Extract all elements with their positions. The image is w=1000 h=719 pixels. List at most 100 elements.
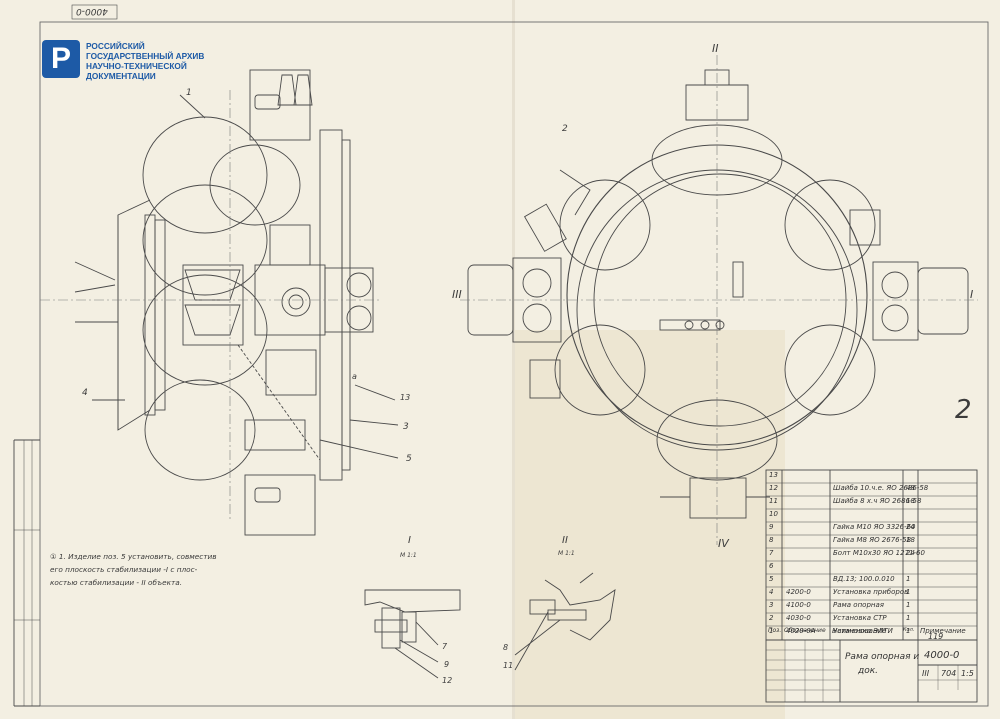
spec-qty: 1 [906,614,911,622]
table-row: 8 Гайка М8 ЯО 2676-58 18 [766,535,977,548]
parts-list-header: Поз. Обозначение Наименование Кол. Приме… [766,626,977,640]
drawing-title: Рама опорная и [845,652,920,662]
table-row: 11 Шайба 8 х.ч ЯО 2686-58 18 [766,496,977,509]
view-marker-top: II [712,42,719,55]
paper-fold [512,0,515,719]
archive-logo: Р [42,40,80,78]
scale: 1:5 [961,669,974,678]
spec-pos: 3 [769,601,774,609]
detail-section-i [364,589,461,679]
spec-pos: 7 [769,549,774,557]
spec-pos: 12 [769,484,778,492]
spec-name: ВД.13; 100.0.010 [833,575,895,583]
spec-qty: 18 [906,497,915,505]
spec-name: Рама опорная [833,601,884,609]
header-qty: Кол. [903,627,915,633]
spec-qty: 1 [906,627,911,635]
spec-designation: 4020-0А [786,627,816,635]
sheet-number: 2 [955,395,972,425]
mass: 704 [941,669,957,678]
table-row: 3 4100-0 Рама опорная 1 [766,600,977,613]
detail-section-ii [514,572,616,671]
table-row: 9 Гайка М10 ЯО 3326-60 24 [766,522,977,535]
section-i-scale: М 1:1 [400,552,417,559]
note-line: ① 1. Изделие поз. 5 установить, совмести… [50,552,217,561]
view-marker-left: III [452,288,462,301]
spec-name: Гайка М10 ЯО 3326-60 [833,523,916,531]
spec-pos: 5 [769,575,774,583]
spec-name: Установка приборов [833,588,909,596]
parts-list: 13 12 Шайба 10.ч.е. ЯО 2686-58 48 11 Шай… [766,470,977,640]
section-i-label: I [408,535,411,546]
callout-7: 7 [442,642,448,651]
header-pos: Поз. [768,627,782,634]
title-block: Рама опорная и док. 4000-0 119 III 704 1… [766,632,977,702]
view-marker-bottom: IV [718,537,729,550]
drawing-code: 4000-0 [924,650,960,661]
header-name: Наименование [832,627,887,635]
note-line: костью стабилизации - II объекта. [50,578,183,587]
table-row: 10 [766,509,977,522]
side-view [74,69,374,536]
archive-name-line: Российский [86,41,145,51]
callout-4: 4 [82,388,88,398]
spec-name: Установка ЭЛТИ [833,627,893,635]
table-row: 1 4020-0А Установка ЭЛТИ 1 [766,626,977,639]
table-row: 5 ВД.13; 100.0.010 1 [766,574,977,587]
table-row: 7 Болт М10х30 ЯО 1271-60 24 [766,548,977,561]
letter: III [922,669,930,678]
archive-name-line: документации [86,71,156,81]
header-note: Примечание [920,627,966,635]
callout-8: 8 [503,643,509,652]
spec-qty: 18 [906,536,915,544]
callout-3: 3 [403,422,409,432]
top-view [467,69,969,519]
table-row: 2 4030-0 Установка СТР 1 [766,613,977,626]
header-designation: Обозначение [784,627,826,634]
spec-pos: 9 [769,523,774,531]
spec-pos: 6 [769,562,774,570]
corner-number: 4000-0 [76,6,108,16]
spec-designation: 4100-0 [786,601,811,609]
spec-pos: 13 [769,471,778,479]
table-row: 13 [766,470,977,483]
spec-designation: 4200-0 [786,588,811,596]
spec-qty: 1 [906,575,911,583]
callout-9: 9 [444,660,450,669]
spec-designation: 4030-0 [786,614,811,622]
callout-13: 13 [400,393,411,402]
callout-2: 2 [562,124,568,134]
spec-pos: 11 [769,497,778,505]
spec-pos: 2 [769,614,774,622]
assembly-note: ① 1. Изделие поз. 5 установить, совмести… [50,550,310,589]
spec-name: Шайба 10.ч.е. ЯО 2686-58 [833,484,929,492]
view-marker-right: I [970,288,974,301]
spec-name: Установка СТР [833,614,887,622]
spec-pos: 8 [769,536,774,544]
callout-a: а [352,372,357,381]
note-line: его плоскость стабилизации -I с плос- [50,565,198,574]
spec-qty: 1 [906,588,911,596]
callout-1: 1 [186,88,192,98]
section-ii-scale: М 1:1 [558,550,575,557]
archive-name-line: научно-технической [86,61,187,71]
spec-name: Гайка М8 ЯО 2676-58 [833,536,912,544]
table-row: 12 Шайба 10.ч.е. ЯО 2686-58 48 [766,483,977,496]
spec-qty: 1 [906,601,911,609]
spec-name: Болт М10х30 ЯО 1271-60 [833,549,925,557]
archive-name-line: государственный архив [86,51,205,61]
section-ii-label: II [562,535,568,546]
callout-12: 12 [442,676,453,685]
drawing-title-cont: док. [858,666,879,676]
archive-name: Российский государственный архив научно-… [86,41,216,81]
spec-pos: 1 [769,627,774,635]
callout-5: 5 [406,454,412,464]
spec-pos: 4 [769,588,774,596]
table-row: 6 [766,561,977,574]
spec-name: Шайба 8 х.ч ЯО 2686-58 [833,497,922,505]
spec-qty: 24 [906,523,915,531]
spec-qty: 48 [906,484,915,492]
spec-pos: 10 [769,510,778,518]
